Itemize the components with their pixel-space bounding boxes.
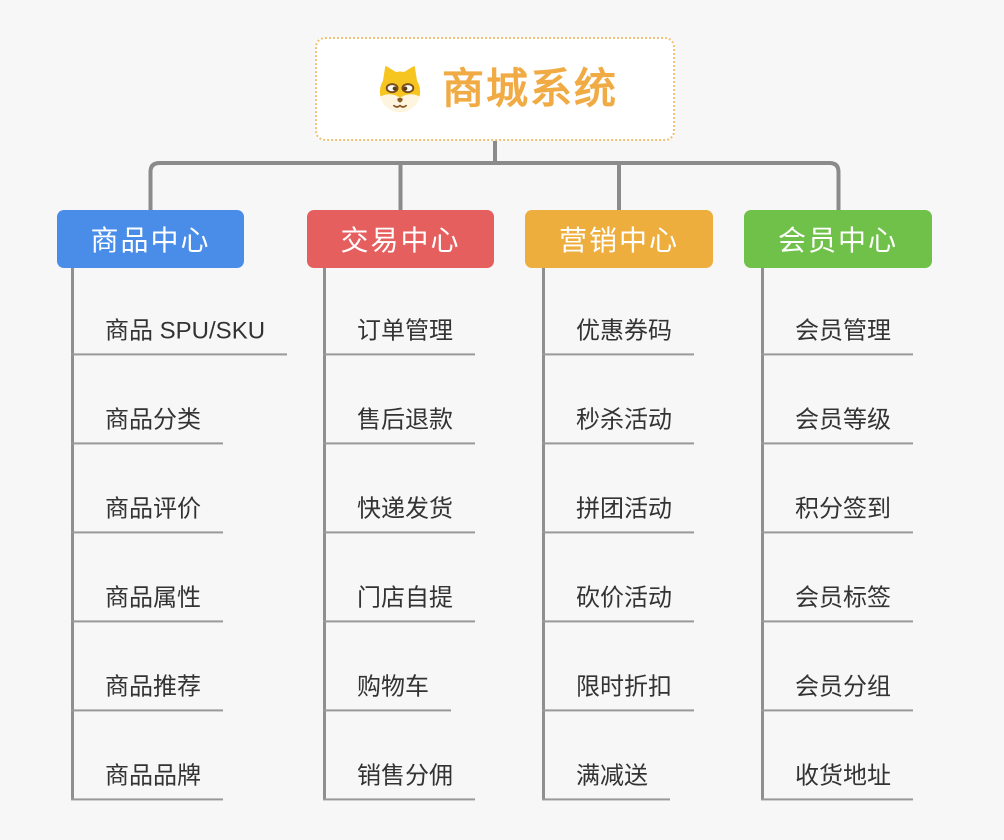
branch-header-product-center[interactable]: 商品中心: [57, 210, 244, 268]
leaf-topic[interactable]: 砍价活动: [542, 584, 694, 622]
leaf-topic[interactable]: 商品推荐: [71, 673, 223, 711]
root-topic-label: 商城系统: [441, 65, 618, 112]
leaf-topic[interactable]: 销售分佣: [323, 762, 475, 800]
leaf-topic[interactable]: 优惠券码: [542, 317, 694, 355]
leaf-topic[interactable]: 商品分类: [71, 406, 223, 444]
leaf-topic[interactable]: 商品评价: [71, 495, 223, 533]
leaf-topic[interactable]: 会员管理: [761, 317, 913, 355]
leaf-topic[interactable]: 商品品牌: [71, 762, 223, 800]
branch-header-marketing-center[interactable]: 营销中心: [525, 210, 713, 268]
leaf-topic[interactable]: 秒杀活动: [542, 406, 694, 444]
branch-header-member-center[interactable]: 会员中心: [744, 210, 932, 268]
leaf-topic[interactable]: 收货地址: [761, 762, 913, 800]
leaf-topic[interactable]: 满减送: [542, 762, 670, 800]
leaf-topic[interactable]: 会员标签: [761, 584, 913, 622]
leaf-topic[interactable]: 订单管理: [323, 317, 475, 355]
branch-header-trade-center[interactable]: 交易中心: [307, 210, 494, 268]
leaf-topic[interactable]: 购物车: [323, 673, 451, 711]
leaf-topic[interactable]: 门店自提: [323, 584, 475, 622]
leaf-topic[interactable]: 拼团活动: [542, 495, 694, 533]
leaf-topic[interactable]: 售后退款: [323, 406, 475, 444]
leaf-topic[interactable]: 商品 SPU/SKU: [71, 317, 288, 355]
leaf-topic[interactable]: 快递发货: [323, 495, 475, 533]
leaf-topic[interactable]: 积分签到: [761, 495, 913, 533]
root-topic[interactable]: 商城系统: [315, 37, 675, 141]
leaf-topic[interactable]: 商品属性: [71, 584, 223, 622]
branch-bus-line: [148, 161, 841, 210]
leaf-topic[interactable]: 会员等级: [761, 406, 913, 444]
leaf-topic[interactable]: 会员分组: [761, 673, 913, 711]
leaf-topic[interactable]: 限时折扣: [542, 673, 694, 711]
doge-icon: [379, 66, 421, 112]
